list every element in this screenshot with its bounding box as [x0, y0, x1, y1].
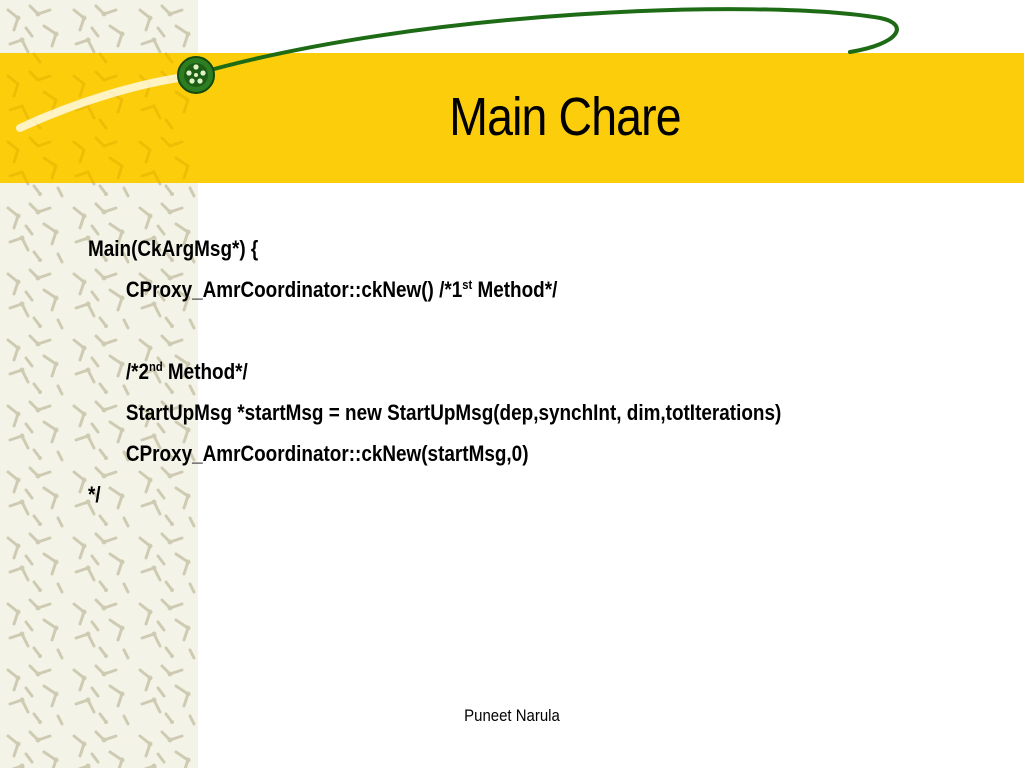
- code-line-6: */: [88, 482, 101, 507]
- code-line-1: Main(CkArgMsg*) {: [88, 236, 259, 261]
- code-blank-line: [88, 310, 862, 351]
- slide-footer-author: Puneet Narula: [464, 706, 560, 725]
- code-line-3-suffix: Method*/: [162, 359, 248, 384]
- code-line-5: CProxy_AmrCoordinator::ckNew(startMsg,0): [125, 441, 529, 466]
- band-pattern-icon: [0, 53, 198, 183]
- code-line-3-superscript: nd: [148, 359, 163, 374]
- green-orb-icon: [177, 56, 215, 94]
- code-line-2: CProxy_AmrCoordinator::ckNew() /*1st Met…: [88, 269, 862, 310]
- code-block: Main(CkArgMsg*) { CProxy_AmrCoordinator:…: [88, 228, 862, 515]
- code-line-2-superscript: st: [462, 277, 473, 292]
- slide-title: Main Chare: [449, 87, 681, 147]
- code-line-2-suffix: Method*/: [472, 277, 558, 302]
- code-line-3-text: /*2: [125, 359, 149, 384]
- code-line-4: StartUpMsg *startMsg = new StartUpMsg(de…: [125, 400, 782, 425]
- code-line-2-text: CProxy_AmrCoordinator::ckNew() /*1: [125, 277, 463, 302]
- code-line-3: /*2nd Method*/: [88, 351, 862, 392]
